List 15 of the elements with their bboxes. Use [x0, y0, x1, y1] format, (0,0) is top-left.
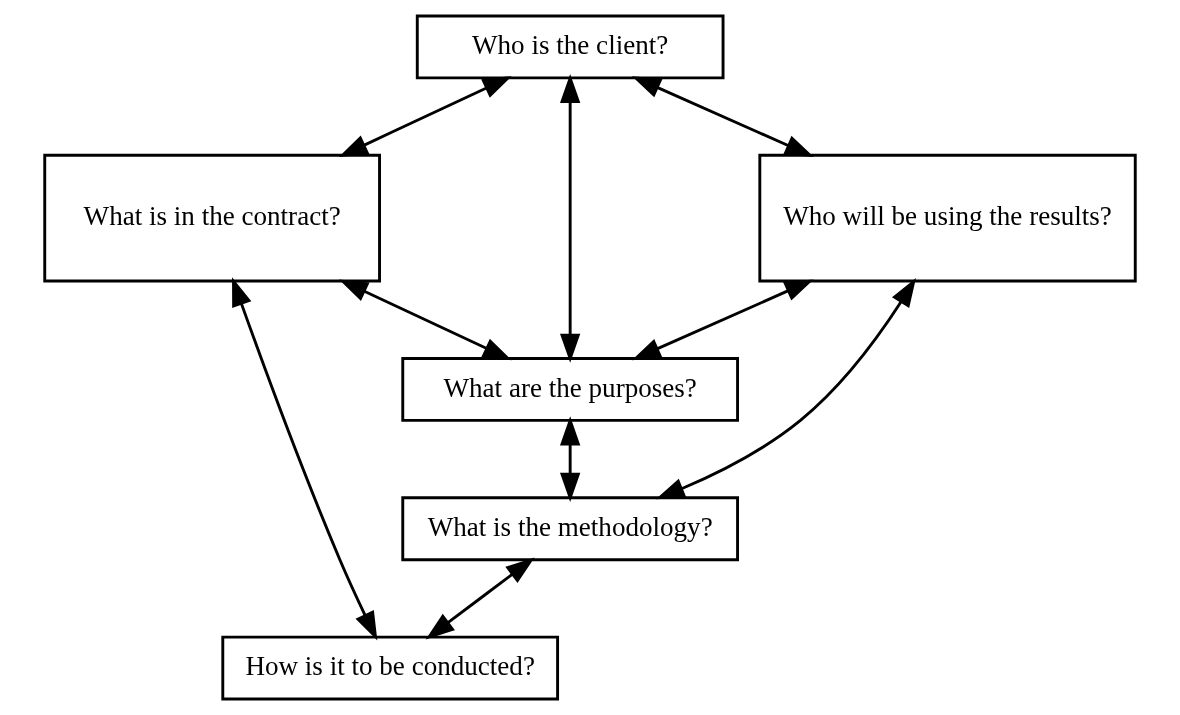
node-box: What are the purposes? — [401, 357, 739, 422]
arrow — [425, 557, 535, 640]
node-box: Who is the client? — [415, 14, 725, 80]
node-box: How is it to be conducted? — [221, 635, 560, 701]
arrow — [232, 277, 378, 641]
arrow — [560, 73, 581, 363]
arrow — [631, 279, 814, 361]
node-box: Who will be using the results? — [758, 153, 1137, 283]
arrow — [655, 278, 916, 500]
node-box: What is in the contract? — [43, 153, 381, 283]
arrow — [560, 416, 581, 502]
arrow — [631, 76, 814, 157]
node-box: What is the methodology? — [401, 496, 739, 562]
arrow — [338, 76, 512, 158]
arrow — [338, 279, 512, 361]
